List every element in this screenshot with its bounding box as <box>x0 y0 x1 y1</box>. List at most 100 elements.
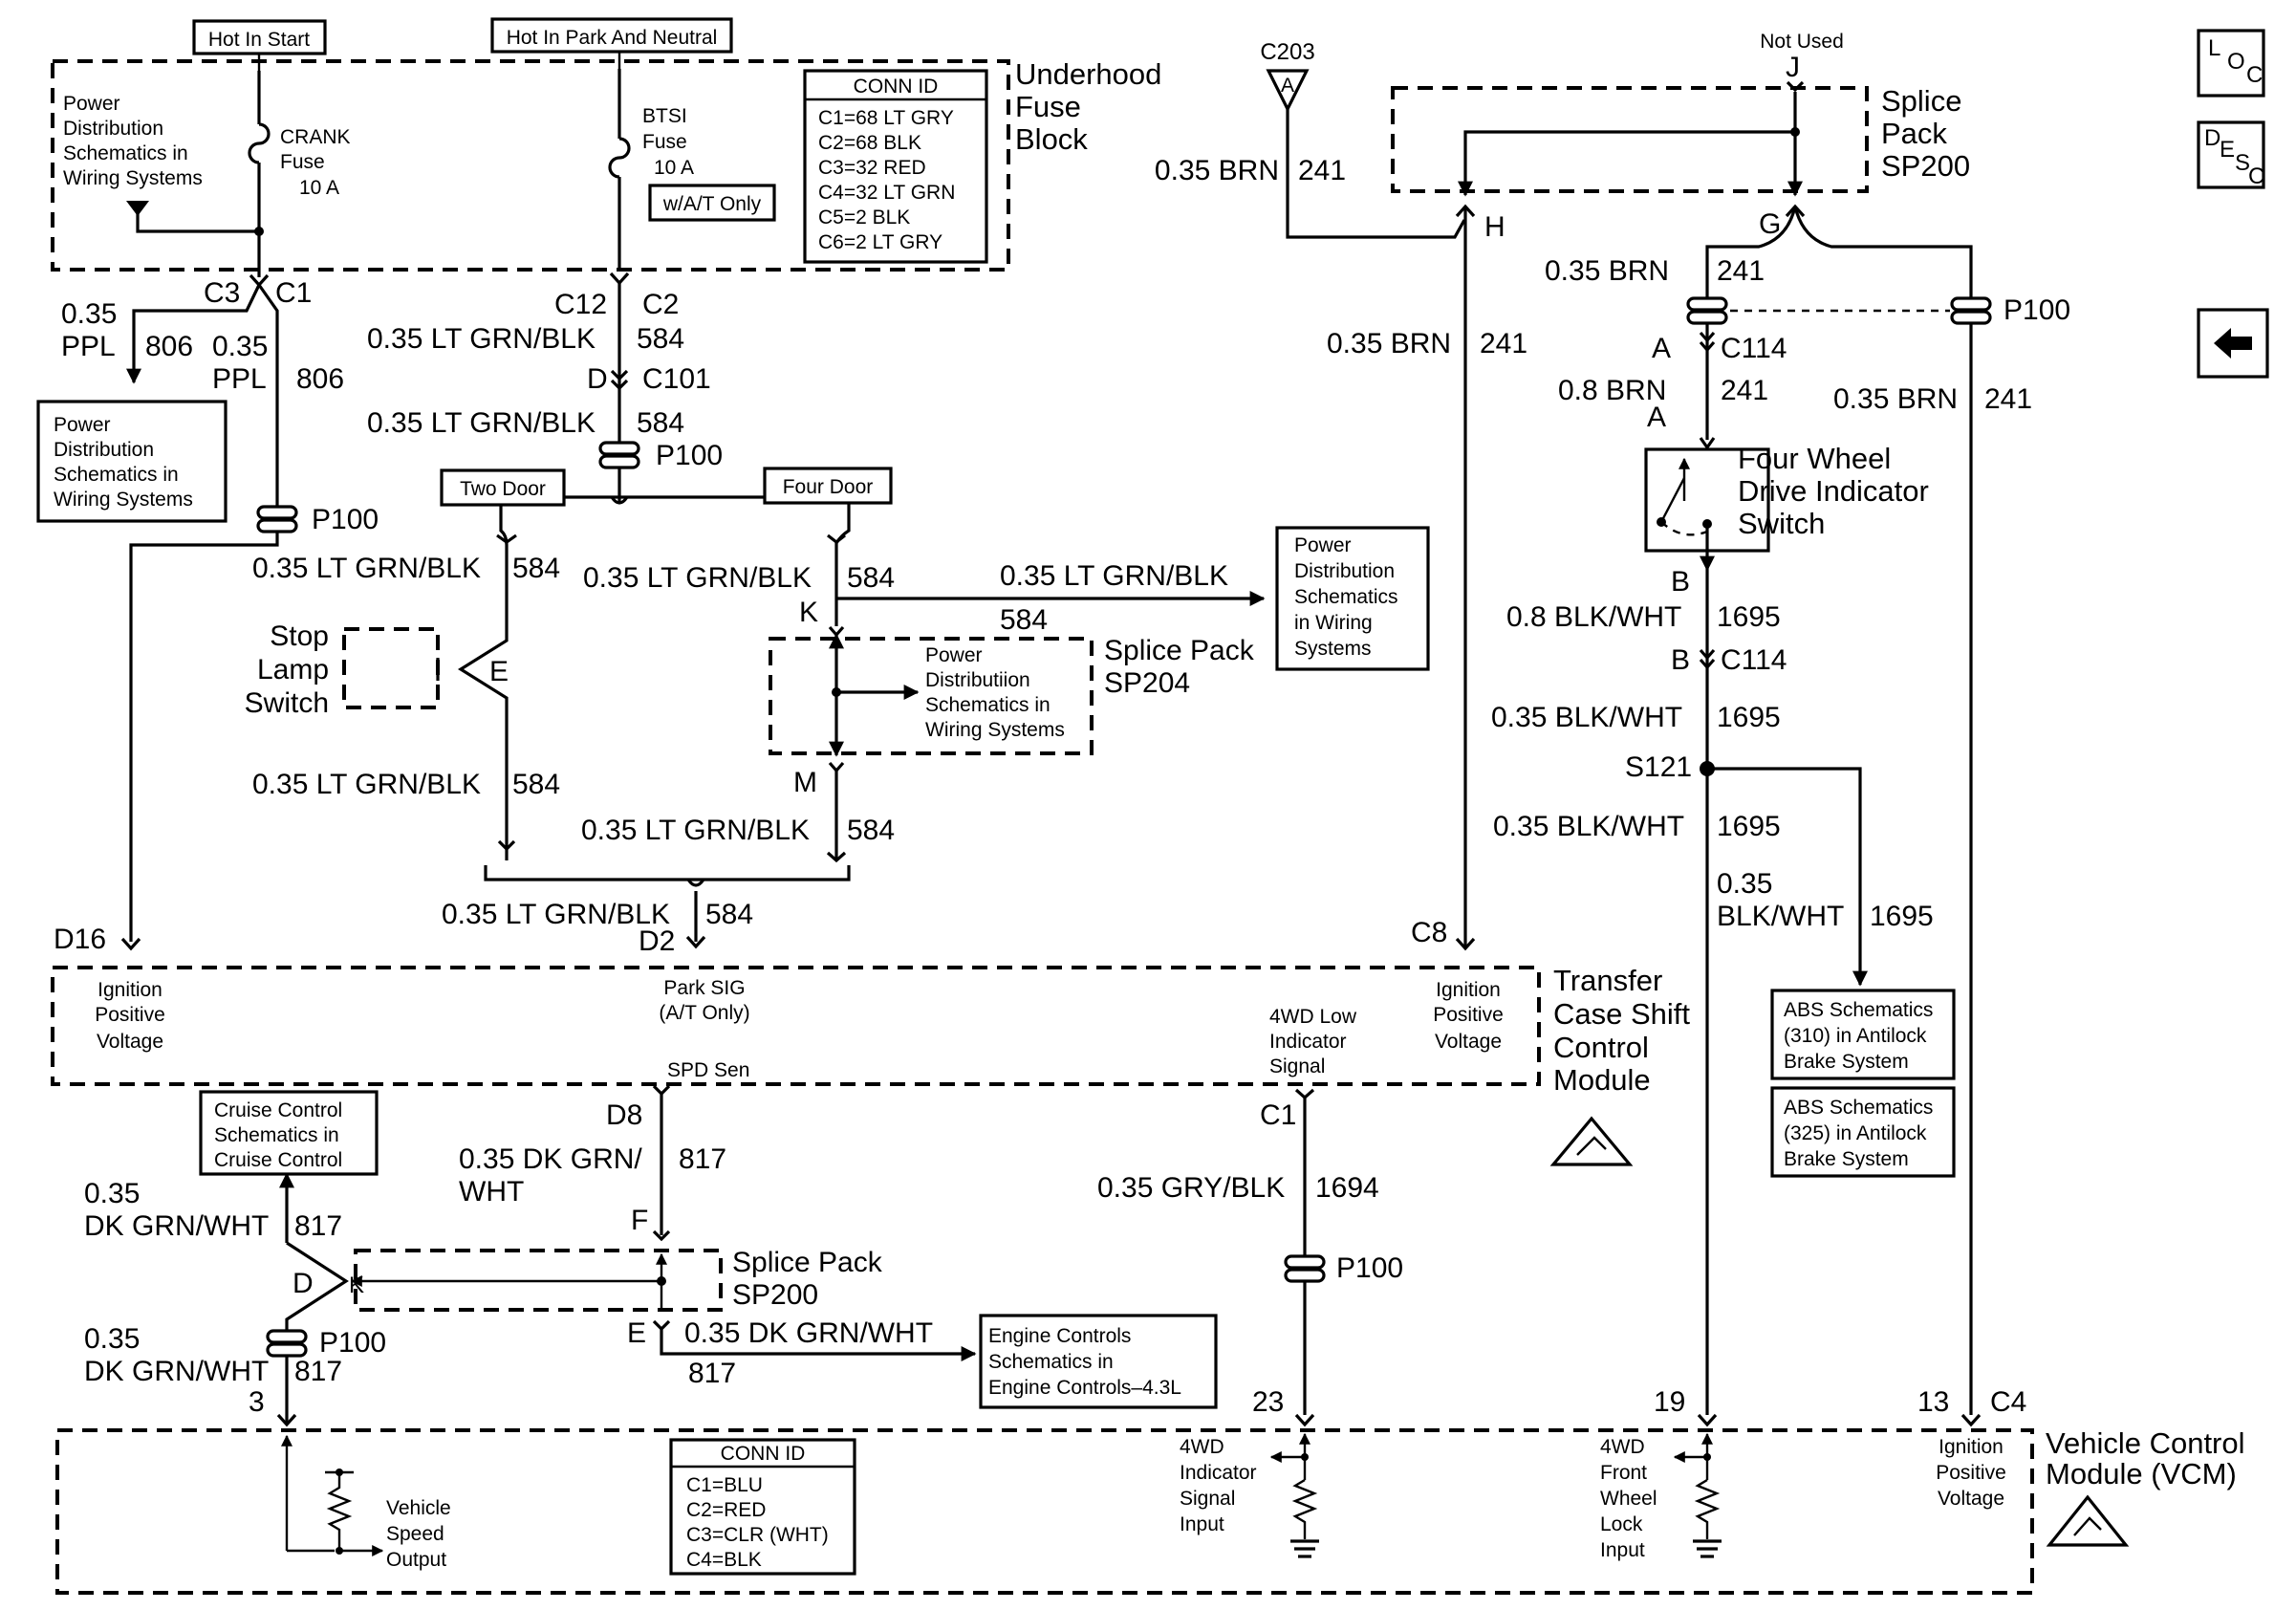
svg-text:Power: Power <box>54 414 111 436</box>
svg-text:Wiring Systems: Wiring Systems <box>63 167 203 189</box>
svg-text:Brake System: Brake System <box>1784 1148 1909 1170</box>
svg-text:0.35: 0.35 <box>212 331 268 362</box>
svg-text:C2: C2 <box>642 289 679 320</box>
svg-text:Four Wheel: Four Wheel <box>1738 442 1891 475</box>
four-wheel-drive-indicator-switch <box>1644 437 1770 572</box>
vehicle-speed-output-circuit <box>281 1434 384 1556</box>
svg-text:Wiring Systems: Wiring Systems <box>54 489 193 511</box>
svg-text:Positive: Positive <box>1433 1004 1504 1026</box>
tccm-4wd-low-indicator: 4WD Low Indicator Signal <box>1269 1006 1357 1077</box>
svg-text:P100: P100 <box>656 440 723 471</box>
connector-c114-b <box>1699 648 1716 670</box>
svg-text:E: E <box>489 656 509 687</box>
svg-text:E: E <box>627 1317 646 1349</box>
splice-pack-sp204-title: Splice Pack SP204 <box>1104 635 1255 699</box>
svg-text:1694: 1694 <box>1315 1172 1379 1204</box>
svg-text:F: F <box>631 1205 648 1236</box>
svg-text:A: A <box>1652 333 1671 364</box>
svg-text:0.35 LT GRN/BLK: 0.35 LT GRN/BLK <box>1000 560 1228 592</box>
svg-text:0.35 BLK/WHT: 0.35 BLK/WHT <box>1493 811 1684 842</box>
vcm-vehicle-speed-output-label: Vehicle Speed Output <box>386 1497 451 1571</box>
svg-text:Schematics in: Schematics in <box>925 694 1051 716</box>
vcm-front-wheel-lock-input-circuit <box>1673 1432 1722 1558</box>
splice-pack-sp200-top-outline <box>1391 86 1869 193</box>
svg-text:Schematics: Schematics <box>1294 586 1398 608</box>
svg-text:Switch: Switch <box>1738 507 1825 540</box>
svg-text:Lock: Lock <box>1600 1513 1643 1535</box>
svg-text:Wiring Systems: Wiring Systems <box>925 719 1065 741</box>
vcm-4wd-indicator-input-circuit <box>1269 1432 1319 1558</box>
svg-text:Ignition: Ignition <box>1436 979 1501 1001</box>
svg-text:D: D <box>292 1268 314 1299</box>
p100-connector-cruise <box>266 1329 308 1358</box>
svg-text:Stop: Stop <box>270 620 329 652</box>
svg-text:0.35 LT GRN/BLK: 0.35 LT GRN/BLK <box>581 815 810 846</box>
svg-text:Input: Input <box>1600 1539 1645 1561</box>
svg-text:C2=RED: C2=RED <box>686 1499 766 1521</box>
loc-icon[interactable]: L O C <box>2197 29 2265 98</box>
svg-text:584: 584 <box>637 323 684 355</box>
svg-text:CONN ID: CONN ID <box>854 76 939 98</box>
p100-connector-left <box>256 505 298 533</box>
back-arrow-icon[interactable] <box>2197 308 2269 379</box>
svg-text:Fuse: Fuse <box>280 151 325 173</box>
svg-text:0.35 BLK/WHT: 0.35 BLK/WHT <box>1491 702 1682 733</box>
esd-warning-icon <box>1549 1116 1634 1166</box>
svg-text:C3=32 RED: C3=32 RED <box>818 157 926 179</box>
svg-text:4WD: 4WD <box>1180 1436 1224 1458</box>
svg-text:Signal: Signal <box>1269 1055 1325 1077</box>
btsi-fuse-label: BTSI Fuse 10 A <box>642 105 694 179</box>
svg-text:584: 584 <box>847 562 895 594</box>
svg-text:1695: 1695 <box>1717 811 1781 842</box>
svg-text:Ignition: Ignition <box>97 979 162 1001</box>
svg-text:817: 817 <box>688 1358 736 1389</box>
svg-text:(A/T Only): (A/T Only) <box>659 1002 749 1024</box>
svg-text:Systems: Systems <box>1294 638 1372 660</box>
svg-text:C203: C203 <box>1260 39 1314 65</box>
tag-hot-in-park: Hot In Park And Neutral <box>490 17 733 54</box>
underhood-conn-id-table: CONN ID C1=68 LT GRY C2=68 BLK C3=32 RED… <box>803 69 988 264</box>
svg-text:Indicator: Indicator <box>1269 1031 1347 1053</box>
cruise-control-box: Cruise Control Schematics in Cruise Cont… <box>199 1090 379 1176</box>
svg-text:SP200: SP200 <box>1881 149 1970 183</box>
sp204-power-distribution-label: Power Distributiion Schematics in Wiring… <box>925 644 1065 741</box>
svg-text:PPL: PPL <box>212 363 267 395</box>
svg-text:10 A: 10 A <box>299 177 339 199</box>
svg-text:Power: Power <box>925 644 983 666</box>
svg-text:P100: P100 <box>312 504 379 535</box>
svg-text:Input: Input <box>1180 1513 1224 1535</box>
svg-text:Hot In Start: Hot In Start <box>208 29 310 51</box>
crank-fuse-label: CRANK Fuse 10 A <box>280 126 351 199</box>
svg-text:Voltage: Voltage <box>1435 1031 1502 1053</box>
svg-text:0.35 LT GRN/BLK: 0.35 LT GRN/BLK <box>252 769 481 800</box>
svg-text:584: 584 <box>1000 604 1048 636</box>
svg-text:J: J <box>1786 52 1800 83</box>
svg-text:Switch: Switch <box>245 687 329 719</box>
svg-text:C: C <box>2246 62 2263 88</box>
svg-text:806: 806 <box>296 363 344 395</box>
svg-text:BLK/WHT: BLK/WHT <box>1717 901 1844 932</box>
svg-text:C8: C8 <box>1411 917 1447 948</box>
svg-text:Distribution: Distribution <box>63 118 163 140</box>
svg-text:584: 584 <box>637 407 684 439</box>
svg-text:Schematics in: Schematics in <box>54 464 179 486</box>
crank-fuse <box>248 71 271 277</box>
svg-text:G: G <box>1759 208 1781 240</box>
svg-text:SPD Sen: SPD Sen <box>667 1059 749 1081</box>
svg-text:Two Door: Two Door <box>460 478 546 500</box>
desc-icon[interactable]: D E S C <box>2197 120 2265 189</box>
svg-text:0.35 LT GRN/BLK: 0.35 LT GRN/BLK <box>367 407 596 439</box>
svg-text:Transfer: Transfer <box>1553 964 1662 997</box>
svg-text:C114: C114 <box>1721 333 1787 364</box>
svg-text:Splice Pack: Splice Pack <box>1104 635 1255 666</box>
svg-text:Module (VCM): Module (VCM) <box>2046 1457 2237 1490</box>
svg-text:0.35 DK GRN/WHT: 0.35 DK GRN/WHT <box>684 1317 933 1349</box>
svg-text:A: A <box>1281 75 1294 97</box>
svg-text:SP204: SP204 <box>1104 667 1190 699</box>
svg-text:0.35 LT GRN/BLK: 0.35 LT GRN/BLK <box>367 323 596 355</box>
underhood-fuse-block-title: Underhood Fuse Block <box>1015 57 1161 156</box>
connector-c101 <box>610 369 629 391</box>
svg-text:Distribution: Distribution <box>54 439 154 461</box>
svg-text:Lamp: Lamp <box>257 654 329 685</box>
svg-text:Vehicle: Vehicle <box>386 1497 451 1519</box>
